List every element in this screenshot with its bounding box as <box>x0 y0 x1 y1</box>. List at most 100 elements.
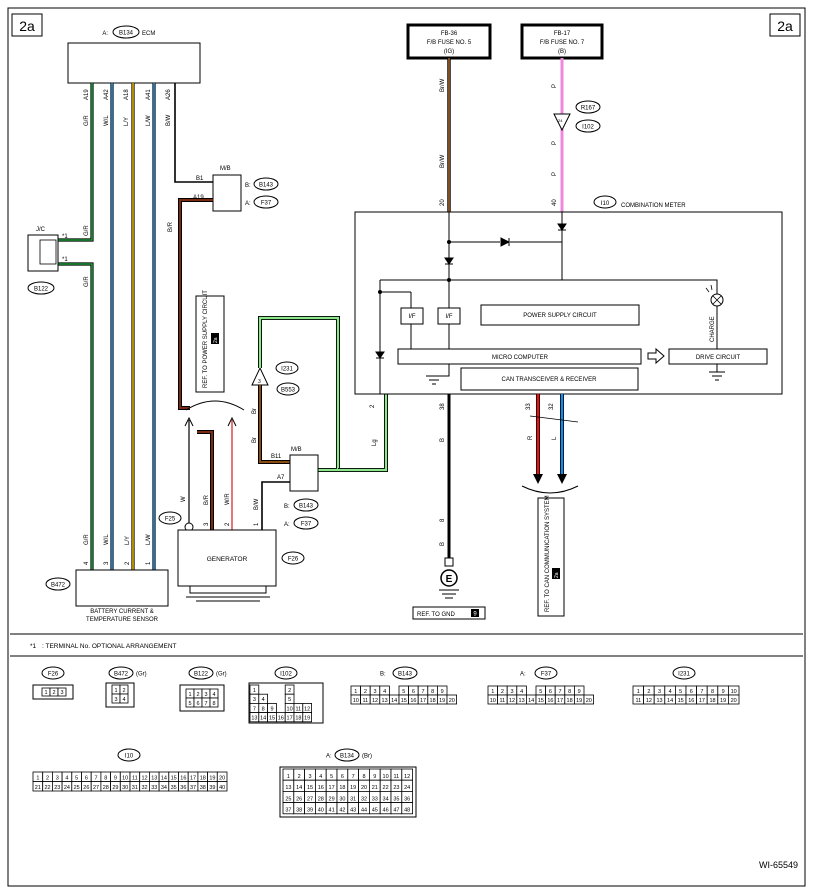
legend-b134-pin: 17 <box>329 785 335 791</box>
legend-b472-pin: 2 <box>122 688 125 694</box>
legend-i10-cell <box>216 781 228 792</box>
legend-i102-pin: 12 <box>304 706 310 712</box>
generator-base <box>186 586 270 602</box>
legend-b143-pin: 16 <box>410 698 416 704</box>
legend-b143-pin: 17 <box>420 698 426 704</box>
ref-power-tag: 2a <box>213 337 219 343</box>
legend-f37-pin: 11 <box>500 698 506 704</box>
legend-i10-pin: 1 <box>36 775 39 781</box>
sensor-name-2: TEMPERATURE SENSOR <box>86 617 159 623</box>
legend-b143-pin: 11 <box>363 698 369 704</box>
can-twist-mark <box>529 415 579 423</box>
legend-b143-prefix: B: <box>380 672 386 678</box>
legend-i10-pin: 14 <box>161 775 167 781</box>
legend-f37-pin: 6 <box>549 689 552 695</box>
sensor-pin-1: 1 <box>146 561 152 565</box>
legend-i10-pin: 37 <box>190 785 196 791</box>
can-arc <box>521 485 579 494</box>
ground-pin: 8 <box>440 518 446 522</box>
charge-lamp-cross <box>712 295 722 305</box>
legend-b134-pin: 30 <box>339 796 345 802</box>
legend-i10-pin: 5 <box>75 775 78 781</box>
ref-power-text: REF. TO POWER SUPPLY CIRCUIT <box>203 290 209 388</box>
ref-gnd-tag: 9 <box>473 612 477 618</box>
legend-b134-pin: 20 <box>361 785 367 791</box>
ref-can-tag-box <box>552 568 560 579</box>
sensor-wire-gr: G/R <box>84 534 90 545</box>
ecm-wire-ly: L/Y <box>124 117 130 126</box>
legend-i10-badge <box>117 748 141 762</box>
legend-f37-pin: 8 <box>568 689 571 695</box>
meter-pin-2: 2 <box>370 404 376 408</box>
legend-b134-pin: 47 <box>393 808 399 814</box>
ecm-pin-a18: A18 <box>124 89 130 100</box>
drive-circuit-label: DRIVE CIRCUIT <box>696 355 741 361</box>
i231-pin: 3 <box>258 379 261 385</box>
legend-i102-pin: 10 <box>287 706 293 712</box>
wire-bw-gen-label: B/W <box>254 498 260 510</box>
i102-label: I102 <box>582 125 594 131</box>
legend-i102-pin: 7 <box>253 706 256 712</box>
legend-b134-pin: 44 <box>361 808 367 814</box>
ref-can-text: REF. TO CAN COMMUNICATION SYSTEM <box>545 495 551 612</box>
wire-br-label: B/R <box>168 221 174 232</box>
ground-lines <box>439 589 459 599</box>
node-1 <box>447 240 451 244</box>
legend-b143-badge <box>392 666 418 680</box>
charge-label: CHARGE <box>710 316 716 342</box>
legend-i102-pin: 2 <box>288 688 291 694</box>
legend-b143-pin: 5 <box>402 689 405 695</box>
wire-p-label-3: P <box>552 172 558 176</box>
legend-i10-pin: 20 <box>219 775 225 781</box>
legend-b472-label: B472 <box>114 672 129 678</box>
node-3 <box>378 290 382 294</box>
legend-i231-pin: 6 <box>690 689 693 695</box>
legend-i231-badge <box>672 666 696 680</box>
legend-b134-pin: 1 <box>287 774 290 780</box>
legend-i10-pin: 9 <box>114 775 117 781</box>
if-label-1: I/F <box>409 314 416 320</box>
legend-b134-pin: 13 <box>285 785 291 791</box>
meter-connector-prefix-badge: I10 <box>601 201 610 207</box>
legend-f37-cell <box>583 694 595 705</box>
gen-pin-1: 1 <box>254 522 260 526</box>
legend-b472-housing <box>105 682 135 708</box>
legend-b143-pin: 19 <box>439 698 445 704</box>
legend-f37-pin: 17 <box>557 698 563 704</box>
mb-bottom-pin-b: B11 <box>271 454 282 460</box>
legend-i102-pin: 18 <box>295 716 301 722</box>
sensor-box <box>75 569 169 607</box>
legend-i102-cell <box>302 712 312 723</box>
legend-i102-pin: 11 <box>296 706 302 712</box>
mb-top-prefix-b: B: <box>245 183 251 189</box>
generator-name: GENERATOR <box>207 556 248 563</box>
legend-i231-pin: 7 <box>700 689 703 695</box>
legend-f37-pin: 2 <box>501 689 504 695</box>
legend-i231-pin: 10 <box>731 689 737 695</box>
ref-gnd-text: REF. TO GND <box>417 612 455 618</box>
wire-lg-meter-color <box>338 394 388 472</box>
ecm-pin-a42: A42 <box>104 89 110 100</box>
legend-b134-pin: 35 <box>393 796 399 802</box>
ecm-prefix: A: <box>102 31 108 37</box>
legend-b134-pin: 4 <box>319 774 322 780</box>
legend-i10-pin: 22 <box>44 785 50 791</box>
legend-f37-pin: 10 <box>490 698 496 704</box>
wire-gr-bottom-color <box>56 263 93 570</box>
legend-i102-pin: 14 <box>260 716 266 722</box>
mb-bottom-box <box>289 454 319 492</box>
wire-gr-bottom <box>56 262 94 570</box>
ecm-box <box>67 42 201 84</box>
ecm-connector-label: B134 <box>119 31 134 37</box>
power-supply-box <box>480 304 640 326</box>
legend-i231-pin: 3 <box>658 689 661 695</box>
mb-bottom-conn-a-badge <box>293 516 319 530</box>
gen-pin-2: 2 <box>225 522 231 526</box>
legend-b134-pin: 43 <box>350 808 356 814</box>
meter-pin-32: 32 <box>549 403 555 410</box>
legend-b143-pin: 3 <box>373 689 376 695</box>
legend-f37-pin: 14 <box>528 698 534 704</box>
mb-top-conn-b: B143 <box>259 183 274 189</box>
